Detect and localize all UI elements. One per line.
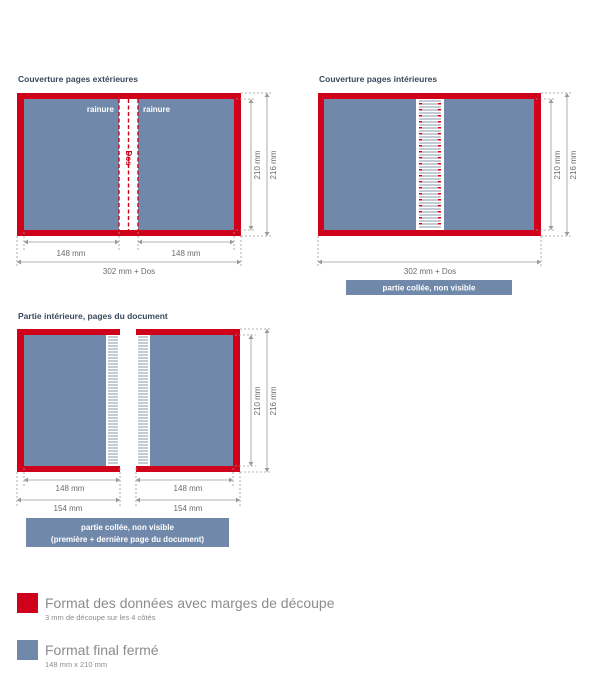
spine-marker — [419, 199, 422, 201]
spine-marker — [419, 133, 422, 135]
inner-dim-height-final: 210 mm — [553, 150, 562, 179]
legend-bleed-swatch — [17, 593, 38, 613]
spine-marker — [438, 175, 441, 177]
spine-marker — [438, 109, 441, 111]
spine-marker — [438, 145, 441, 147]
legend-final-subtitle: 148 mm x 210 mm — [45, 660, 107, 669]
left-page-final-area — [24, 335, 120, 466]
spine-marker — [419, 163, 422, 165]
outer-dim-height-final: 210 mm — [253, 150, 262, 179]
spine-marker — [438, 139, 441, 141]
spine-marker — [438, 187, 441, 189]
outer-dim-total: 302 mm + Dos — [103, 267, 155, 276]
groove-label-right: rainure — [143, 105, 171, 114]
spine-marker — [419, 211, 422, 213]
groove-label-left: rainure — [87, 105, 115, 114]
inner-pages-note-line2: (première + dernière page du document) — [51, 535, 204, 544]
spine-marker — [438, 163, 441, 165]
left-dim-bleed: 154 mm — [54, 504, 83, 513]
spine-marker — [438, 199, 441, 201]
spine-marker — [419, 169, 422, 171]
inner-dim-total: 302 mm + Dos — [404, 267, 456, 276]
outer-dim-right: 148 mm — [172, 249, 201, 258]
spine-marker — [438, 211, 441, 213]
spine-marker — [419, 223, 422, 225]
spine-marker — [419, 205, 422, 207]
inner-pages-note-box — [26, 518, 229, 547]
spine-marker — [419, 157, 422, 159]
outer-cover-dims: 148 mm 148 mm 302 mm + Dos 210 mm 216 mm — [16, 92, 278, 276]
spine-marker — [438, 133, 441, 135]
legend-final-swatch — [17, 640, 38, 660]
legend-bleed-subtitle: 3 mm de découpe sur les 4 côtés — [45, 613, 156, 622]
spine-marker — [438, 157, 441, 159]
left-dim-final: 148 mm — [56, 484, 85, 493]
spine-label: Dos — [124, 150, 133, 166]
inner-pages-note-line1: partie collée, non visible — [81, 523, 174, 532]
pages-dim-height-bleed: 216 mm — [269, 386, 278, 415]
glue-hatch — [419, 100, 441, 228]
spine-marker — [438, 205, 441, 207]
right-page-final-area — [136, 335, 233, 466]
spine-marker — [419, 121, 422, 123]
glue-hatch — [108, 336, 118, 464]
spine-marker — [438, 127, 441, 129]
inner-dim-height-bleed: 216 mm — [569, 150, 578, 179]
spine-marker — [438, 193, 441, 195]
legend-bleed-title: Format des données avec marges de découp… — [45, 595, 335, 611]
right-dim-bleed: 154 mm — [174, 504, 203, 513]
outer-cover-figure: rainure rainure Dos — [17, 93, 241, 236]
spine-marker — [419, 175, 422, 177]
left-page-figure — [17, 329, 120, 472]
spine-marker — [419, 217, 422, 219]
inner-pages-dims: 148 mm 154 mm 148 mm 154 mm 210 mm 216 m… — [16, 328, 278, 513]
spine-marker — [438, 121, 441, 123]
inner-cover-note: partie collée, non visible — [383, 284, 476, 293]
spine-marker — [438, 223, 441, 225]
spine-marker — [419, 115, 422, 117]
legend-final-title: Format final fermé — [45, 642, 159, 658]
spine-marker — [438, 103, 441, 105]
spine-marker — [419, 127, 422, 129]
spine-marker — [419, 139, 422, 141]
inner-cover-dims: 302 mm + Dos 210 mm 216 mm — [317, 92, 578, 276]
outer-dim-left: 148 mm — [57, 249, 86, 258]
spine-marker — [419, 151, 422, 153]
inner-cover-figure — [318, 93, 541, 236]
spine-marker — [419, 109, 422, 111]
inner-cover-note-box — [346, 280, 512, 295]
spine-marker — [419, 145, 422, 147]
inner-pages-title: Partie intérieure, pages du document — [18, 311, 168, 321]
pages-dim-height-final: 210 mm — [253, 386, 262, 415]
right-page-figure — [136, 329, 240, 472]
spine-marker — [419, 181, 422, 183]
spine-marker — [438, 217, 441, 219]
glue-hatch — [138, 336, 148, 464]
spine-marker — [438, 169, 441, 171]
spine-marker — [438, 181, 441, 183]
right-dim-final: 148 mm — [174, 484, 203, 493]
spine-marker — [419, 187, 422, 189]
spine-marker — [419, 193, 422, 195]
spine-marker — [419, 103, 422, 105]
spine-marker — [438, 115, 441, 117]
spine-marker — [438, 151, 441, 153]
outer-cover-title: Couverture pages extérieures — [18, 74, 138, 84]
inner-cover-title: Couverture pages intérieures — [319, 74, 437, 84]
outer-dim-height-bleed: 216 mm — [269, 150, 278, 179]
